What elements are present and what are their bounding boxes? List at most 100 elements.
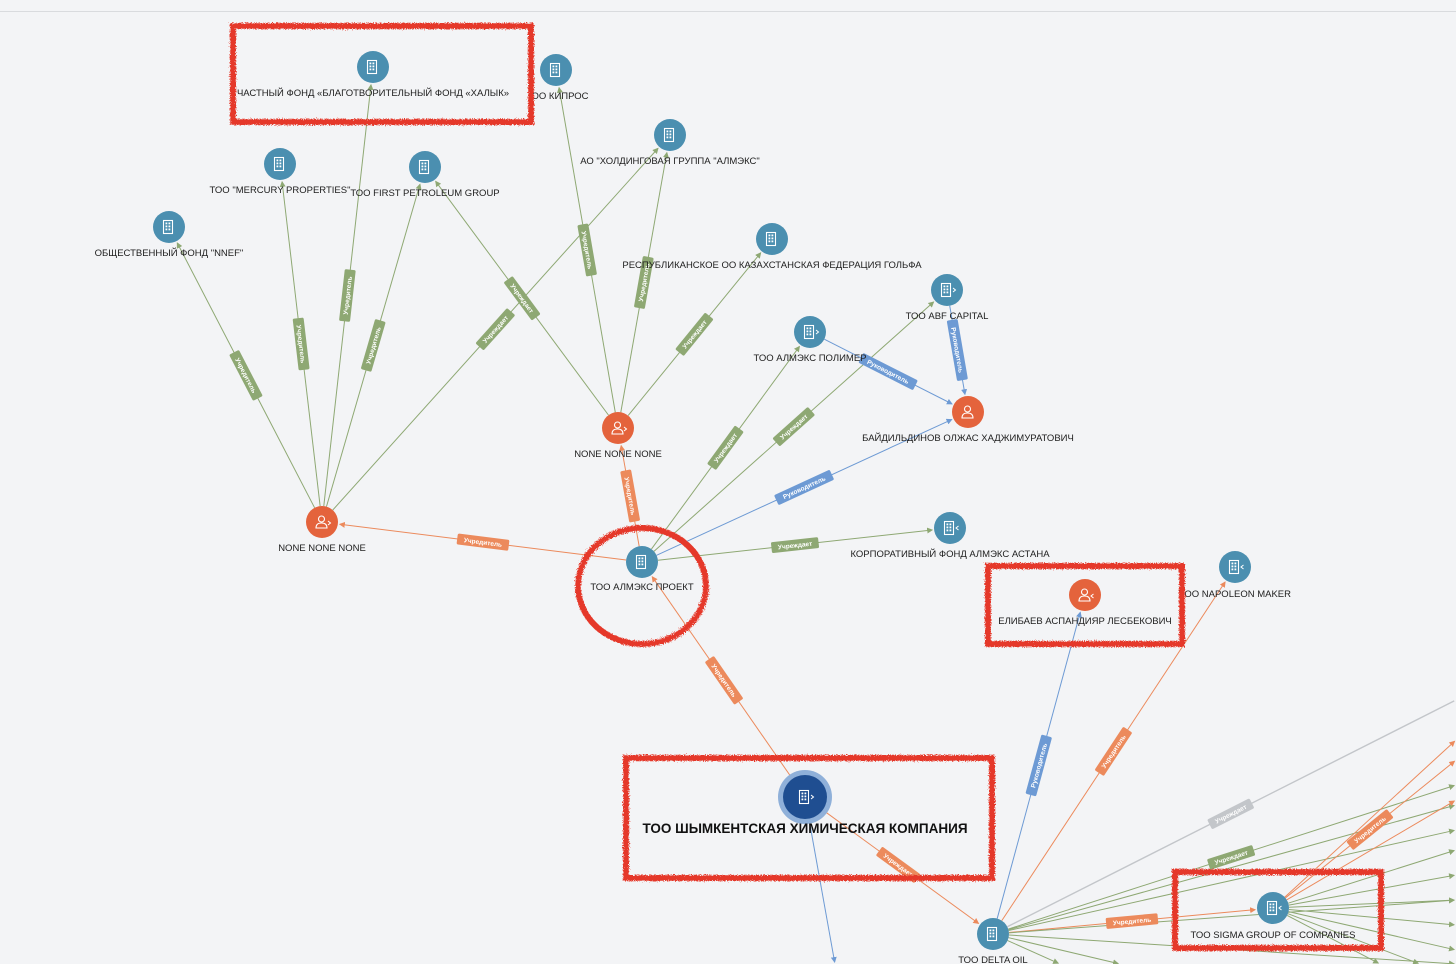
edge-relation-tag[interactable]: Учредитель	[1105, 913, 1159, 929]
graph-node-sigma[interactable]	[1257, 892, 1289, 924]
highlight-box-sigma	[1172, 869, 1384, 951]
relation-edge[interactable]	[1008, 897, 1456, 934]
graph-node-elibaev[interactable]	[1069, 579, 1101, 611]
edge-tag-text: Учредитель	[343, 276, 354, 315]
graph-node-mercury[interactable]	[264, 148, 296, 180]
relation-edge[interactable]	[1288, 908, 1456, 928]
edge-relation-tag[interactable]: Учредитель	[456, 533, 510, 551]
edge-relation-tag[interactable]: Учредитель	[292, 317, 310, 371]
graph-node-none1[interactable]	[602, 412, 634, 444]
edge-relation-tag[interactable]: Учредитель	[577, 223, 597, 277]
relation-edge[interactable]	[1288, 897, 1456, 908]
edge-relation-tag[interactable]: Учреждает	[475, 308, 515, 351]
graph-node-polymer[interactable]	[794, 316, 826, 348]
edge-tag-background	[858, 353, 918, 390]
building-icon	[803, 324, 820, 340]
building-icon	[366, 59, 378, 75]
relation-edge[interactable]	[807, 812, 837, 964]
person-icon	[1078, 588, 1094, 602]
graph-node-corpfund[interactable]	[934, 512, 966, 544]
graph-node-proekt[interactable]	[626, 546, 658, 578]
edge-relation-tag[interactable]: Учреждает	[772, 407, 815, 447]
graph-node-halyk[interactable]	[357, 51, 389, 83]
relation-edge[interactable]	[1288, 911, 1456, 952]
relation-edge[interactable]	[1287, 913, 1420, 964]
graph-node-baidildin[interactable]	[952, 396, 984, 428]
node-label: ЕЛИБАЕВ АСПАНДИЯР ЛЕСБЕКОВИЧ	[998, 616, 1172, 627]
relation-edge[interactable]	[1286, 914, 1380, 964]
node-label: ТОО АЛМЭКС ПРОЕКТ	[590, 582, 693, 593]
edge-relation-tag[interactable]: Учредитель	[361, 319, 386, 372]
edge-tag-background	[1207, 845, 1256, 870]
relation-edge[interactable]	[1288, 849, 1456, 904]
edge-tag-background	[1025, 734, 1052, 797]
edge-tag-text: Учредитель	[463, 537, 502, 549]
top-divider	[0, 11, 1456, 12]
relation-edge[interactable]	[1008, 937, 1120, 964]
edge-tag-background	[1346, 809, 1394, 850]
edge-relation-tag[interactable]: Руководитель	[858, 353, 918, 390]
edge-tag-background	[361, 319, 386, 372]
node-label: АО "ХОЛДИНГОВАЯ ГРУППА "АЛМЭКС"	[580, 156, 760, 167]
building-icon	[940, 282, 957, 298]
edge-tag-background	[292, 317, 310, 371]
graph-node-golf[interactable]	[756, 223, 788, 255]
node-label: ЧАСТНЫЙ ФОНД «БЛАГОТВОРИТЕЛЬНЫЙ ФОНД «ХА…	[237, 87, 509, 99]
person-icon	[611, 421, 628, 435]
node-label: ТОО АЛМЭКС ПОЛИМЕР	[753, 353, 866, 364]
graph-node-petroleum[interactable]	[409, 151, 441, 183]
edge-relation-tag[interactable]: Учредитель	[229, 350, 263, 401]
relation-edge[interactable]	[1286, 800, 1456, 901]
edge-tag-background	[774, 470, 834, 505]
highlight-box-elibaev	[985, 563, 1185, 647]
building-icon	[273, 156, 285, 172]
edge-tag-background	[634, 256, 654, 309]
edge-relation-tag[interactable]: Учреждает	[707, 425, 744, 470]
relation-edge[interactable]	[1008, 803, 1456, 931]
edge-relation-tag[interactable]: Учреждает	[1207, 845, 1256, 870]
graph-node-delta[interactable]	[977, 918, 1009, 950]
edge-tag-background	[771, 537, 820, 554]
edge-relation-tag[interactable]: Учредитель	[705, 656, 744, 705]
graph-node-none2[interactable]	[306, 506, 338, 538]
edge-relation-tag[interactable]: Учредитель	[339, 269, 356, 322]
edge-relation-tag[interactable]: Учредитель	[1095, 727, 1133, 776]
edge-tag-background	[707, 426, 744, 470]
edge-relation-tag[interactable]: Учреждает	[675, 312, 713, 356]
highlight-box-halyk	[230, 23, 534, 125]
edge-tag-background	[577, 223, 597, 277]
graph-node-holding[interactable]	[654, 119, 686, 151]
edge-tag-text: Учреждает	[482, 315, 510, 345]
graph-node-abf[interactable]	[931, 274, 963, 306]
edge-relation-tag[interactable]: Руководитель	[1025, 734, 1052, 797]
graph-node-kipros[interactable]	[540, 54, 572, 86]
chevron-right-icon	[952, 287, 957, 293]
edge-relation-tag[interactable]: Учредитель	[1346, 809, 1394, 850]
edge-tag-text: Учредитель	[1113, 917, 1152, 928]
edge-tag-background	[620, 469, 640, 523]
node-label: ТОО FIRST PETROLEUM GROUP	[350, 188, 499, 199]
relation-edge[interactable]	[1007, 940, 1060, 964]
graph-node-napoleon[interactable]	[1219, 551, 1251, 583]
building-icon	[943, 520, 959, 536]
building-icon	[549, 62, 561, 78]
node-label: ТОО DELTA OIL	[958, 955, 1027, 964]
relation-edge[interactable]	[1288, 873, 1456, 906]
edge-relation-tag[interactable]: Учреждает	[771, 537, 820, 554]
node-label: ОО КИПРОС	[532, 91, 589, 102]
edge-relation-tag[interactable]: Руководитель	[774, 470, 834, 506]
graph-node-nnef[interactable]	[153, 211, 185, 243]
edge-tag-text: Учредитель	[709, 663, 737, 699]
node-label: ТОО ABF CAPITAL	[906, 311, 989, 322]
building-icon	[1266, 900, 1282, 916]
node-label: БАЙДИЛЬДИНОВ ОЛЖАС ХАДЖИМУРАТОВИЧ	[862, 432, 1074, 444]
graph-node-shymkent[interactable]	[778, 770, 832, 824]
edge-relation-tag[interactable]: Руководитель	[946, 319, 968, 381]
edge-tag-text: Учредитель	[1353, 815, 1387, 845]
edge-tag-background	[773, 407, 815, 446]
edge-relation-tag[interactable]: Учредитель	[620, 469, 640, 523]
edge-relation-tag[interactable]: Учреждает	[1207, 798, 1254, 829]
building-icon	[765, 231, 777, 247]
relation-edge[interactable]	[1008, 828, 1456, 931]
